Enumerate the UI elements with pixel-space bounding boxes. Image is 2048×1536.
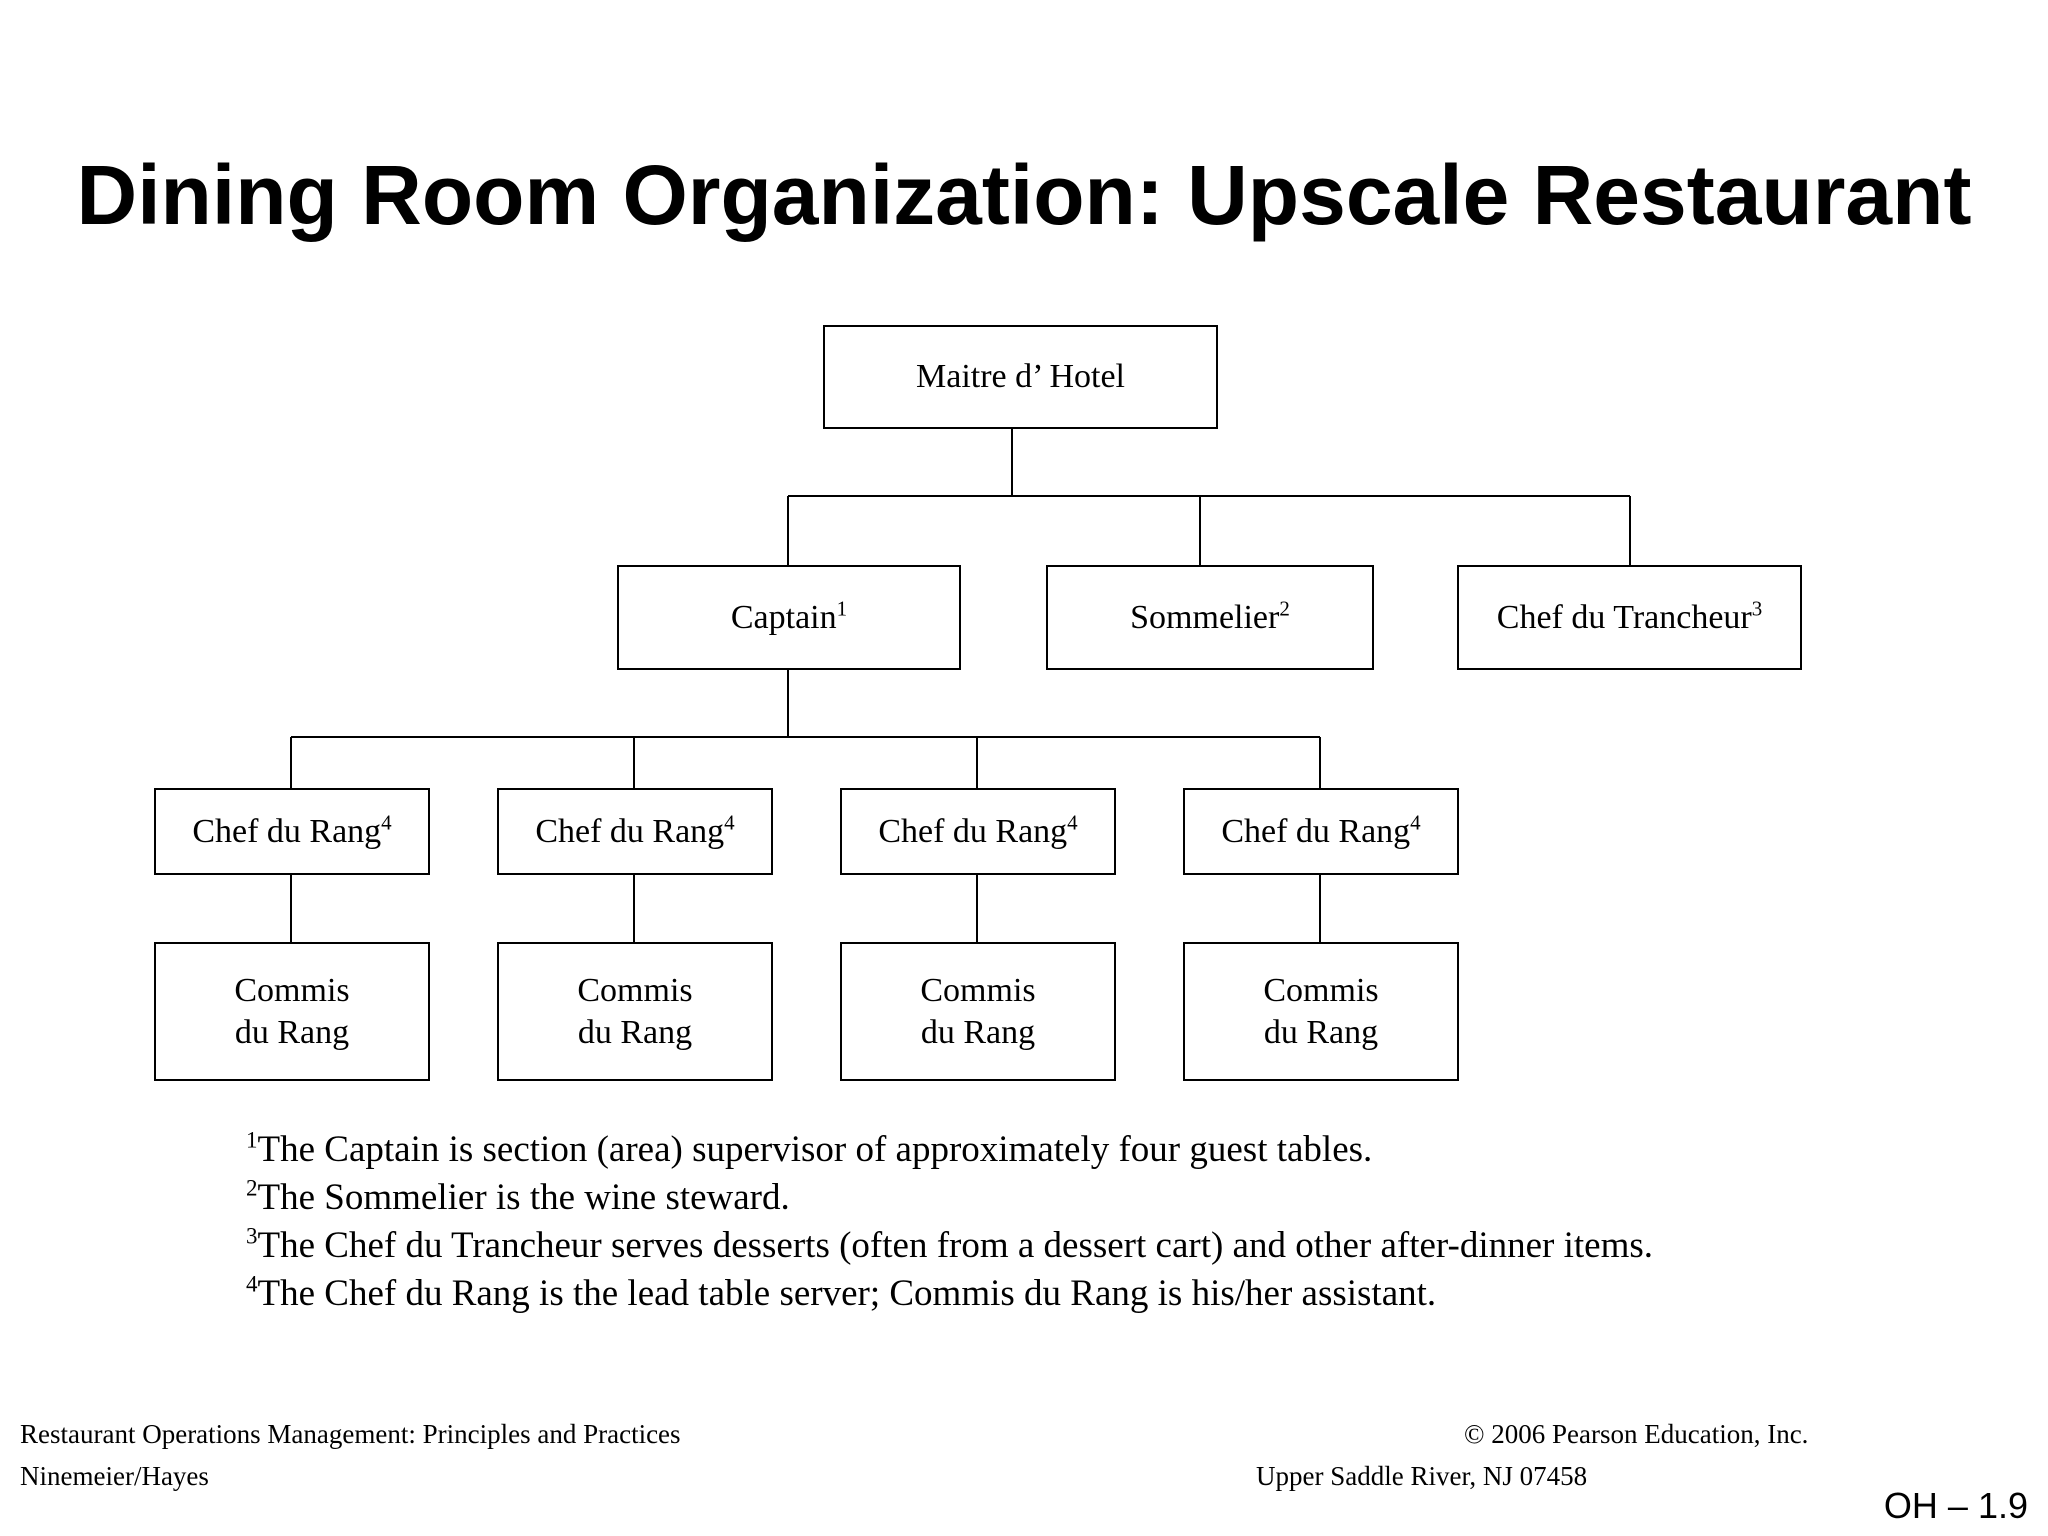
footnote-text: The Chef du Trancheur serves desserts (o…: [257, 1225, 1654, 1266]
commis-du-rang-box: Commis du Rang: [1183, 942, 1459, 1081]
footnote-text: The Sommelier is the wine steward.: [257, 1177, 790, 1218]
footer-book-title: Restaurant Operations Management: Princi…: [20, 1419, 681, 1449]
commis-label-line1: Commis: [234, 971, 350, 1009]
page-title: Dining Room Organization: Upscale Restau…: [76, 148, 1972, 242]
sommelier-box: Sommelier2: [1046, 565, 1374, 670]
footnote-number: 4: [246, 1271, 258, 1297]
slide-id: OH – 1.9: [1883, 1485, 2028, 1526]
footnote-text: The Chef du Rang is the lead table serve…: [257, 1273, 1437, 1314]
chef-du-rang-box: Chef du Rang4: [154, 788, 430, 875]
footnote-item: 4The Chef du Rang is the lead table serv…: [246, 1270, 1766, 1318]
commis-label-line1: Commis: [577, 971, 693, 1009]
footnote-number: 2: [246, 1175, 258, 1201]
chef-du-rang-label: Chef du Rang: [1221, 812, 1411, 850]
footnote-marker: 1: [836, 596, 848, 621]
commis-du-rang-box: Commis du Rang: [497, 942, 773, 1081]
chef-du-trancheur-box: Chef du Trancheur3: [1457, 565, 1802, 670]
chef-du-rang-box: Chef du Rang4: [840, 788, 1116, 875]
footnotes: 1The Captain is section (area) superviso…: [246, 1126, 1766, 1318]
footnote-text: The Captain is section (area) supervisor…: [257, 1129, 1373, 1170]
commis-label-line2: du Rang: [1263, 1013, 1379, 1051]
commis-label-line1: Commis: [1263, 971, 1379, 1009]
footnote-marker: 2: [1279, 596, 1290, 621]
footnote-marker: 4: [724, 810, 735, 835]
captain-label: Captain: [730, 598, 837, 636]
footnote-number: 3: [246, 1223, 258, 1249]
chef-du-trancheur-label: Chef du Trancheur: [1496, 598, 1752, 636]
footnote-item: 3The Chef du Trancheur serves desserts (…: [246, 1222, 1766, 1270]
maitre-d-hotel-label: Maitre d’ Hotel: [916, 358, 1125, 395]
commis-label-line1: Commis: [920, 971, 1036, 1009]
sommelier-label: Sommelier: [1130, 598, 1280, 636]
footnote-item: 1The Captain is section (area) superviso…: [246, 1126, 1766, 1174]
footer-copyright: © 2006 Pearson Education, Inc.: [1464, 1419, 1809, 1449]
chef-du-rang-label: Chef du Rang: [535, 812, 725, 850]
footer-address: Upper Saddle River, NJ 07458: [1256, 1461, 1588, 1491]
commis-label-line2: du Rang: [920, 1013, 1036, 1051]
commis-label-line2: du Rang: [234, 1013, 350, 1051]
footer-authors: Ninemeier/Hayes: [20, 1461, 209, 1491]
chef-du-rang-label: Chef du Rang: [192, 812, 382, 850]
chef-du-rang-box: Chef du Rang4: [497, 788, 773, 875]
footnote-marker: 3: [1751, 596, 1763, 621]
footnote-marker: 4: [1410, 810, 1421, 835]
chef-du-rang-box: Chef du Rang4: [1183, 788, 1459, 875]
commis-label-line2: du Rang: [577, 1013, 693, 1051]
maitre-d-hotel-box: Maitre d’ Hotel: [823, 325, 1218, 429]
footnote-number: 1: [246, 1127, 258, 1153]
footnote-item: 2The Sommelier is the wine steward.: [246, 1174, 1766, 1222]
captain-box: Captain1: [617, 565, 961, 670]
footnote-marker: 4: [1067, 810, 1078, 835]
chef-du-rang-label: Chef du Rang: [878, 812, 1068, 850]
footnote-marker: 4: [381, 810, 392, 835]
commis-du-rang-box: Commis du Rang: [154, 942, 430, 1081]
commis-du-rang-box: Commis du Rang: [840, 942, 1116, 1081]
